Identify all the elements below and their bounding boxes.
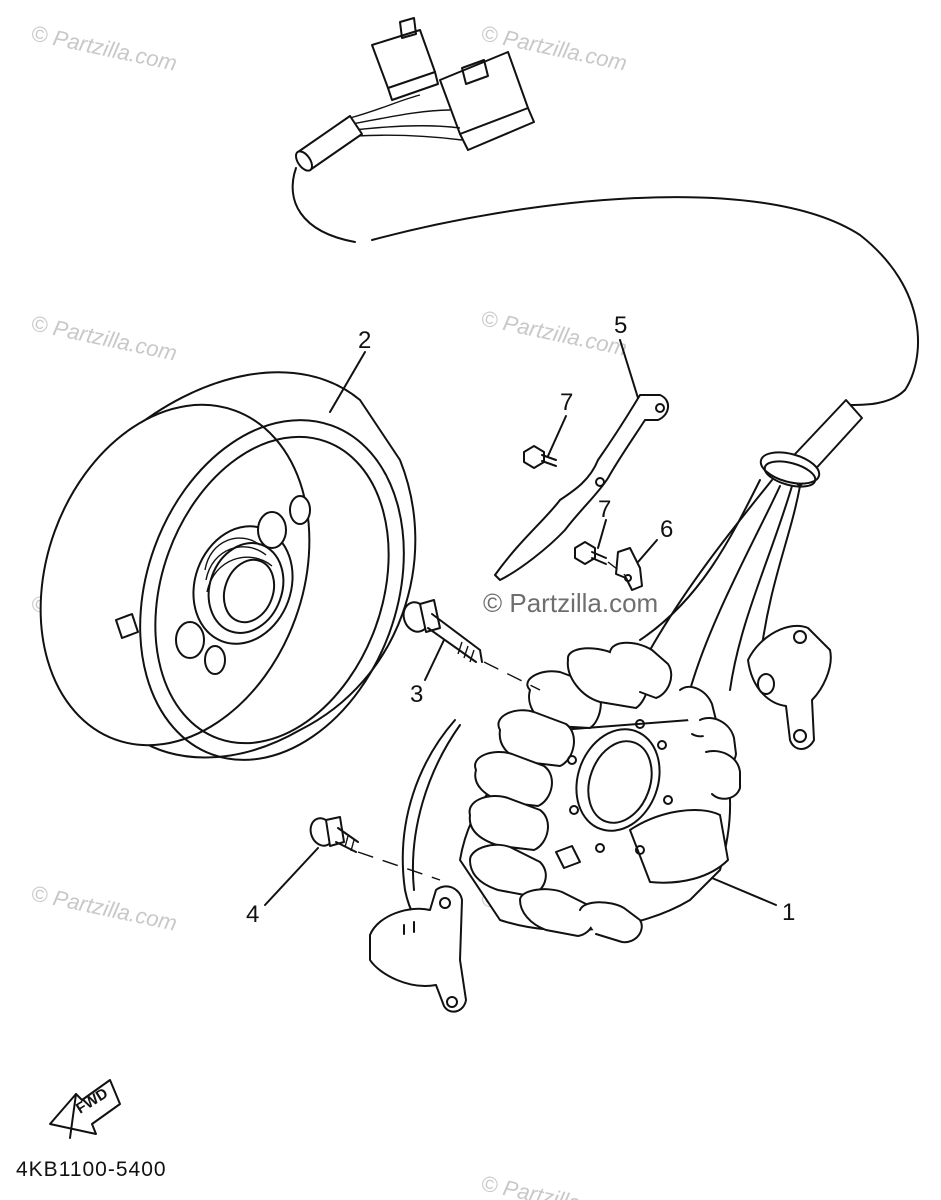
watermark-text: © Partzilla.com <box>479 1170 629 1200</box>
watermark-center: © Partzilla.com <box>483 588 658 618</box>
callout-7-lower: 7 <box>598 496 611 523</box>
watermark-text: © Partzilla.com <box>29 310 179 365</box>
watermark-text: © Partzilla.com <box>29 880 179 935</box>
callout-1: 1 <box>782 899 795 926</box>
flywheel-rotor <box>39 371 417 761</box>
pickup-screw <box>309 816 359 853</box>
leader-lines <box>264 339 777 906</box>
watermark-text: © Partzilla.com <box>29 20 179 75</box>
watermark-text: © Partzilla.com <box>479 305 629 360</box>
callout-5: 5 <box>614 312 627 339</box>
stator-assembly <box>459 641 741 944</box>
screw-upper <box>523 445 557 469</box>
callout-4: 4 <box>246 901 259 928</box>
wire-clamp <box>615 547 643 591</box>
callout-7-upper: 7 <box>560 389 573 416</box>
pickup-coil-right <box>747 624 832 750</box>
wire-harness <box>291 17 919 701</box>
callout-3: 3 <box>410 681 423 708</box>
rotor-bolt <box>402 599 483 663</box>
fwd-arrow: FWD <box>49 1079 121 1139</box>
diagram-code: 4KB1100-5400 <box>16 1158 167 1181</box>
pickup-coil-left <box>369 719 467 1013</box>
callout-6: 6 <box>660 516 673 543</box>
screw-lower <box>574 541 607 565</box>
callout-labels: 2 5 7 7 6 3 4 1 <box>246 312 795 928</box>
callout-2: 2 <box>358 327 371 354</box>
lead-wire-holder <box>494 394 669 581</box>
